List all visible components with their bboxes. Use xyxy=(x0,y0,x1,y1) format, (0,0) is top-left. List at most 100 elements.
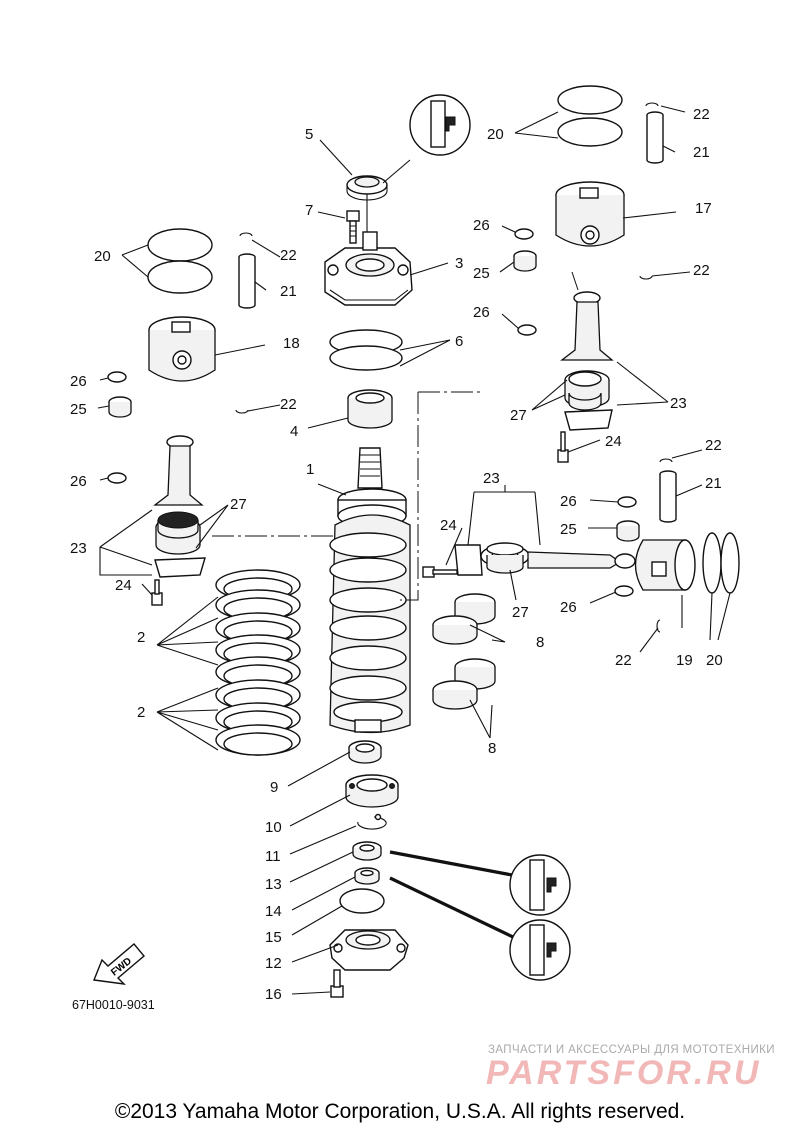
leader-lines xyxy=(97,105,731,995)
label-17: 17 xyxy=(695,200,712,217)
label-18: 18 xyxy=(283,335,300,352)
label-7: 7 xyxy=(305,202,313,219)
label-22: 22 xyxy=(693,262,710,279)
label-15: 15 xyxy=(265,929,282,946)
label-6: 6 xyxy=(455,333,463,350)
piston-18 xyxy=(148,316,216,382)
piston-19 xyxy=(634,539,696,591)
label-24: 24 xyxy=(115,577,132,594)
needle-bearing-4 xyxy=(347,389,393,429)
watermark-caption: ЗАПЧАСТИ И АКСЕССУАРЫ ДЛЯ МОТОТЕХНИКИ xyxy=(488,1044,775,1056)
needle-bearing-27-right-top xyxy=(568,371,602,411)
washer-26-left-a xyxy=(107,371,127,383)
piston-pin-21-right-top xyxy=(646,111,664,164)
piston-rings-20-right-lower xyxy=(702,532,740,594)
label-24: 24 xyxy=(605,433,622,450)
label-5: 5 xyxy=(305,126,313,143)
main-bearing-rings-2 xyxy=(215,569,301,756)
oil-seal-13 xyxy=(352,841,382,861)
bolt-16 xyxy=(330,969,344,998)
label-25: 25 xyxy=(473,265,490,282)
label-3: 3 xyxy=(455,255,463,272)
ball-bearing-10 xyxy=(345,774,399,808)
label-20: 20 xyxy=(487,126,504,143)
label-1: 1 xyxy=(306,461,314,478)
piston-pin-21-right-lower xyxy=(659,470,677,523)
piston-pin-21-left xyxy=(238,253,256,309)
needle-bearing-25-right-lower xyxy=(616,520,640,542)
detail-callout-seal-13 xyxy=(389,850,571,916)
circlip-22-left-bottom xyxy=(235,409,249,414)
drawing-code: 67H0010-9031 xyxy=(72,998,155,1012)
lower-bearing-housing-12 xyxy=(329,929,409,971)
connecting-rod-23-right-lower xyxy=(454,544,636,576)
label-27: 27 xyxy=(510,407,527,424)
label-8: 8 xyxy=(488,740,496,757)
connecting-rod-23-left xyxy=(153,435,206,578)
label-4: 4 xyxy=(290,423,298,440)
label-20: 20 xyxy=(706,652,723,669)
detail-callout-oil-seal-top xyxy=(382,94,471,184)
bolt-24-left xyxy=(151,579,163,606)
label-12: 12 xyxy=(265,955,282,972)
circlip-22-right-top xyxy=(645,102,659,107)
washer-26-right-a xyxy=(514,228,534,240)
label-23: 23 xyxy=(483,470,500,487)
upper-bearing-housing-3 xyxy=(324,231,413,306)
label-21: 21 xyxy=(693,144,710,161)
label-19: 19 xyxy=(676,652,693,669)
o-ring-15 xyxy=(339,888,385,914)
needle-bearing-25-left xyxy=(108,396,132,418)
needle-bearing-25-right-top xyxy=(513,250,537,272)
label-20: 20 xyxy=(94,248,111,265)
label-2: 2 xyxy=(137,629,145,646)
detail-callout-seal-14 xyxy=(389,876,571,981)
circlip-11 xyxy=(357,813,387,830)
bolt-24-right-top xyxy=(557,431,569,463)
label-14: 14 xyxy=(265,903,282,920)
watermark-brand-logo: PARTSFOR.RU xyxy=(486,1054,762,1092)
label-26: 26 xyxy=(560,493,577,510)
label-2: 2 xyxy=(137,704,145,721)
label-24: 24 xyxy=(440,517,457,534)
label-22: 22 xyxy=(280,247,297,264)
circlip-22-right-lower-b xyxy=(656,619,661,633)
washer-26-right-c xyxy=(617,496,637,508)
label-8: 8 xyxy=(536,634,544,651)
label-22: 22 xyxy=(280,396,297,413)
label-27: 27 xyxy=(230,496,247,513)
label-13: 13 xyxy=(265,876,282,893)
copyright-notice: ©2013 Yamaha Motor Corporation, U.S.A. A… xyxy=(114,1100,686,1123)
assembly-axis-lines xyxy=(212,271,579,601)
bolt-24-right-lower xyxy=(422,566,458,578)
piston-rings-20-right-top xyxy=(557,85,623,147)
circlip-22-right-lower-a xyxy=(659,458,673,463)
o-ring-6 xyxy=(329,329,403,371)
label-22: 22 xyxy=(693,106,710,123)
label-23: 23 xyxy=(670,395,687,412)
label-22: 22 xyxy=(705,437,722,454)
bolt-7 xyxy=(346,210,360,244)
circlip-22-right-mid xyxy=(639,275,653,280)
piston-rings-20-left xyxy=(147,228,213,294)
label-23: 23 xyxy=(70,540,87,557)
bearing-8-upper xyxy=(432,593,496,645)
label-27: 27 xyxy=(512,604,529,621)
label-25: 25 xyxy=(70,401,87,418)
needle-bearing-27-right-lower xyxy=(486,542,524,574)
label-11: 11 xyxy=(265,848,281,865)
fwd-arrow-icon: FWD xyxy=(93,943,145,985)
washer-26-right-b xyxy=(517,324,537,336)
label-10: 10 xyxy=(265,819,282,836)
washer-26-right-d xyxy=(614,585,634,597)
label-22: 22 xyxy=(615,652,632,669)
label-21: 21 xyxy=(280,283,297,300)
label-25: 25 xyxy=(560,521,577,538)
bearing-8-lower xyxy=(432,658,496,710)
needle-bearing-27-left xyxy=(157,511,199,539)
label-9: 9 xyxy=(270,779,278,796)
crankshaft-1 xyxy=(329,447,411,734)
washer-26-left-b xyxy=(107,472,127,484)
part-number-labels: 1 2 2 3 4 5 6 7 8 8 9 10 11 12 13 14 15 … xyxy=(70,106,723,1003)
